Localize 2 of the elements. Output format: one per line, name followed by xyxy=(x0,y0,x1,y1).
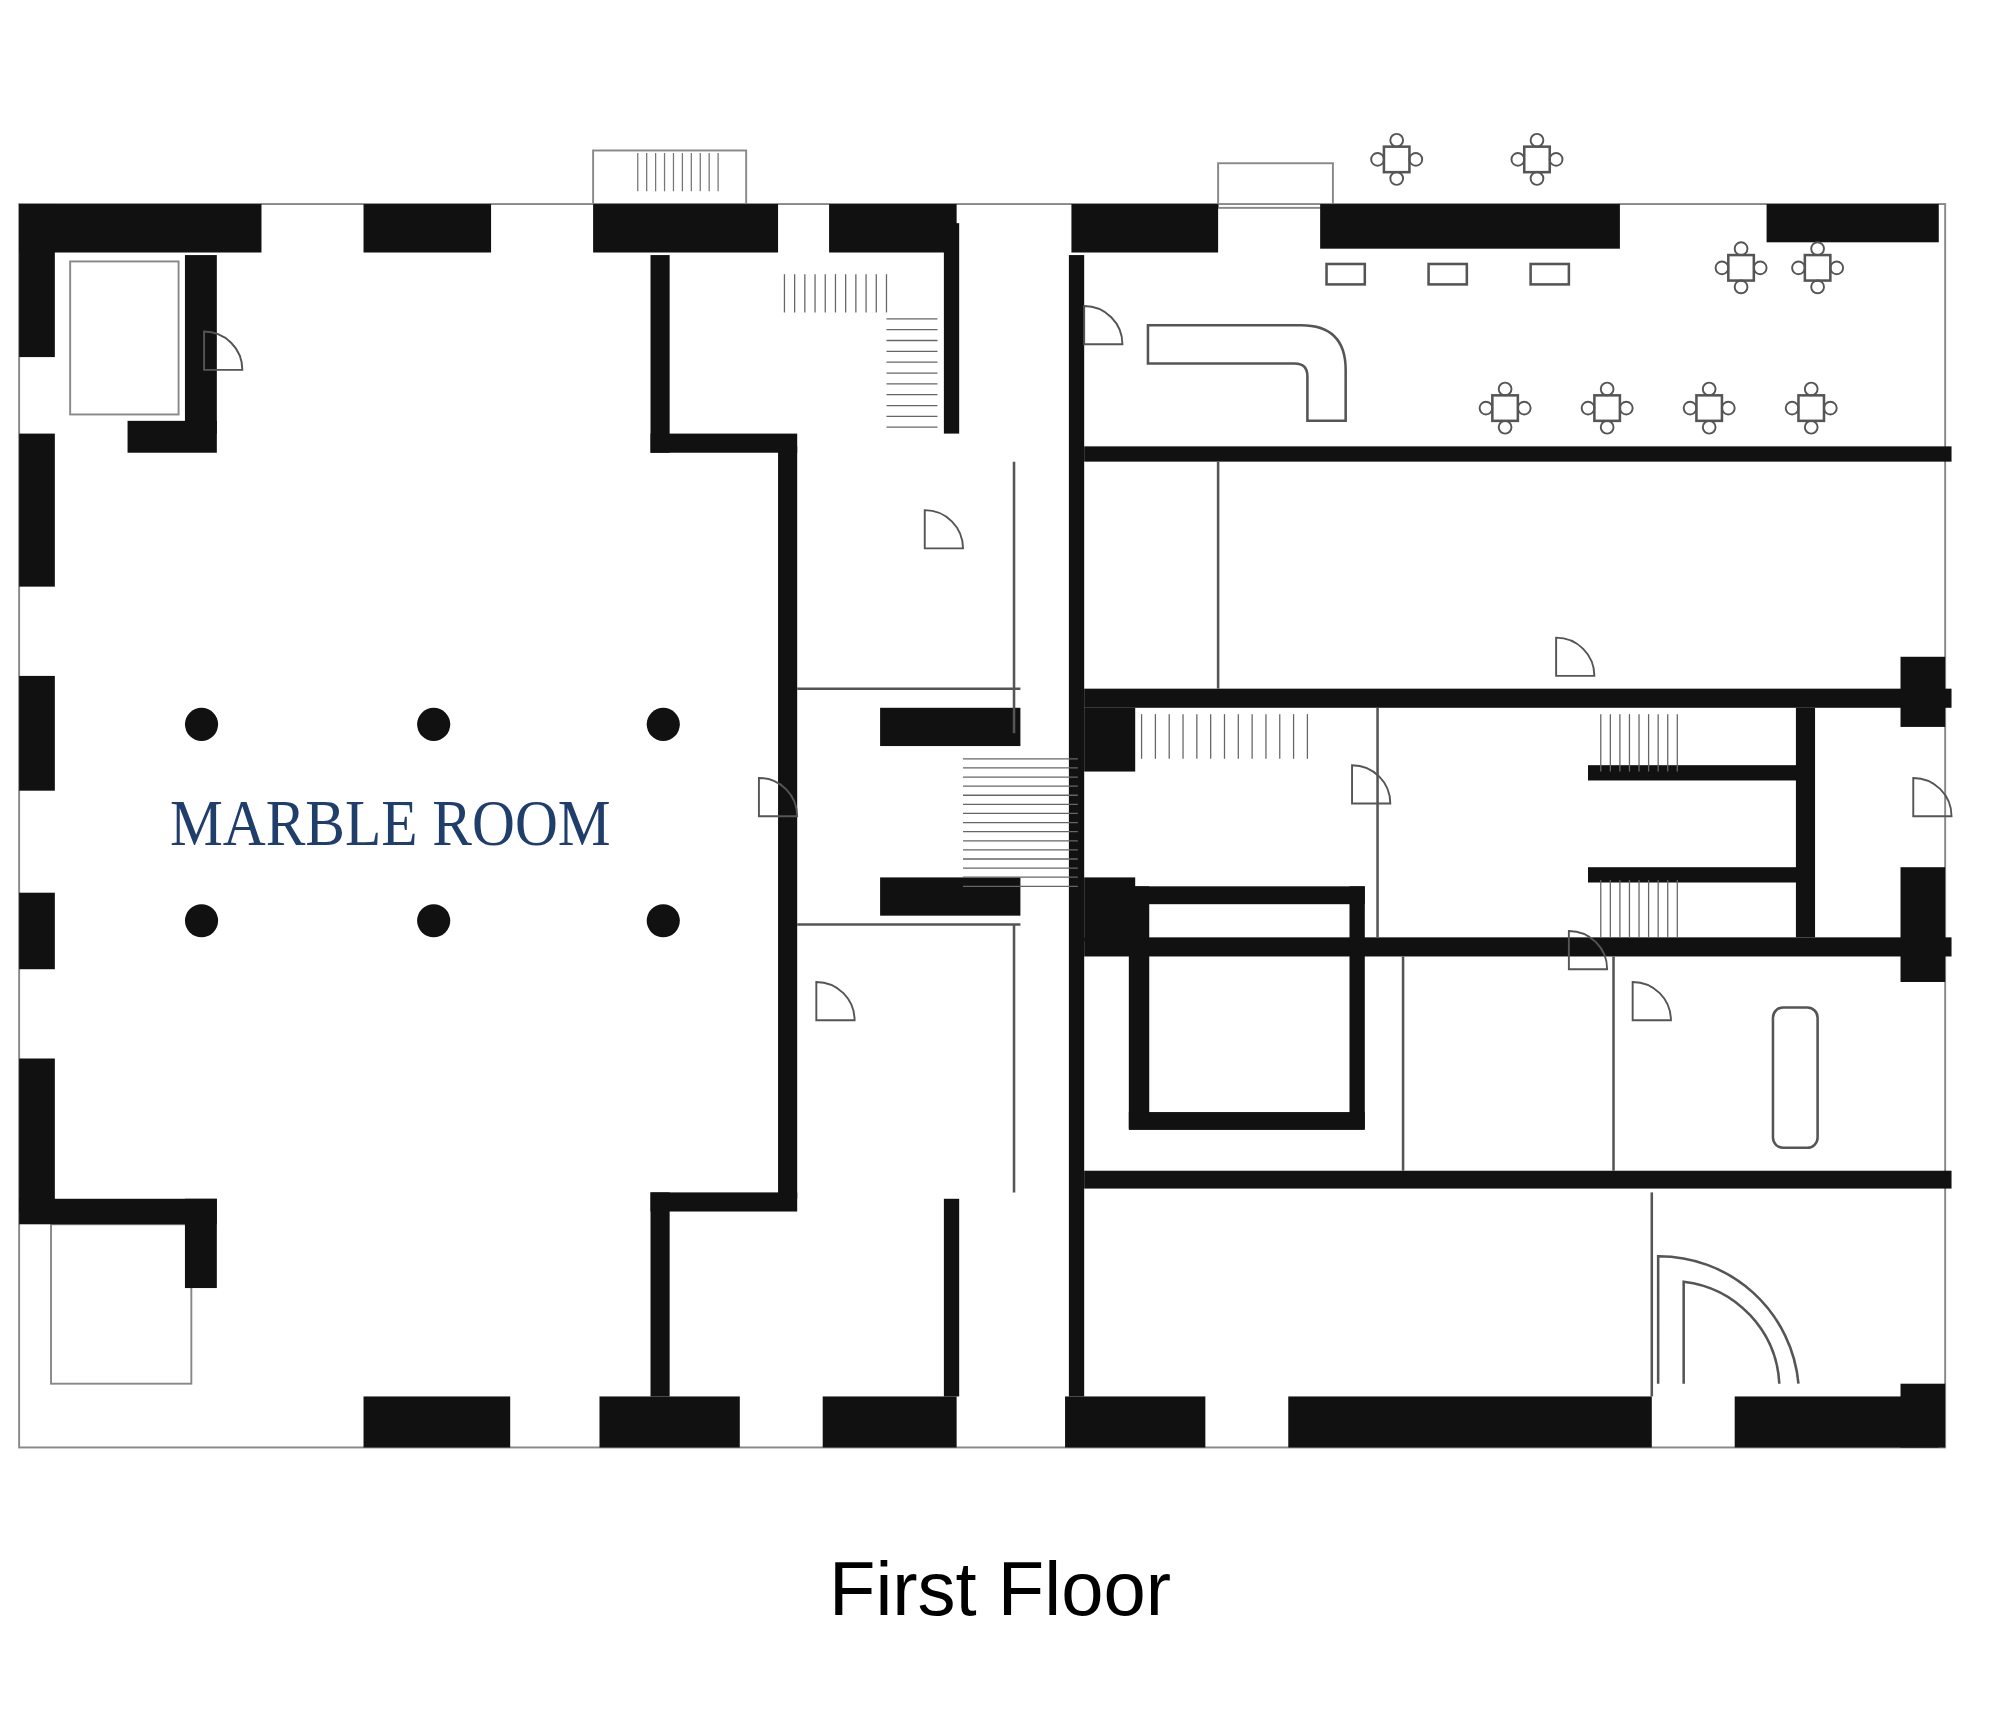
room-label: MARBLE ROOM xyxy=(170,785,611,861)
caption: First Floor xyxy=(829,1545,1171,1632)
